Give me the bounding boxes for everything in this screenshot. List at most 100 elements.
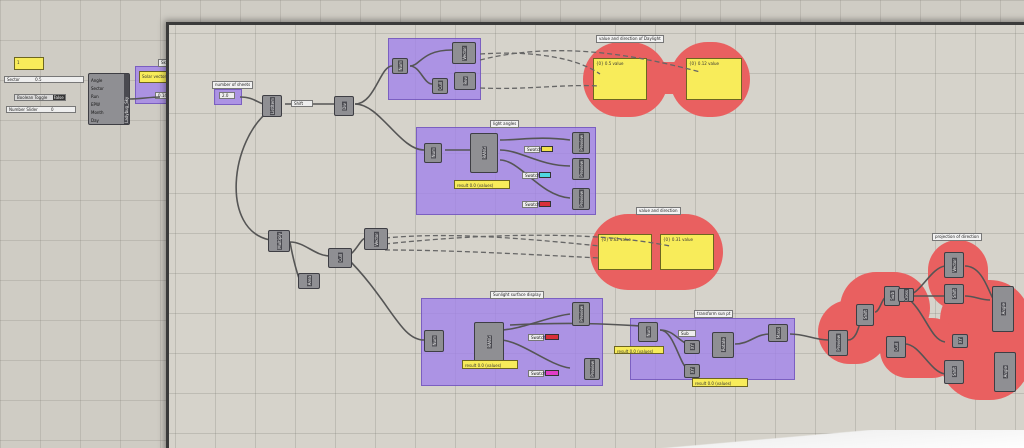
xy-component-2[interactable]: XY bbox=[684, 364, 700, 378]
num-component-bottom[interactable]: Num bbox=[424, 330, 444, 352]
component-name: Shift bbox=[951, 366, 957, 378]
preview-component-4[interactable]: Preview bbox=[572, 302, 590, 326]
component-name: Sub bbox=[889, 291, 895, 301]
number-label-title: number of sheets bbox=[212, 81, 254, 89]
component-name: Shift bbox=[951, 288, 957, 300]
shift-component-right[interactable]: Shift bbox=[856, 304, 874, 326]
component-name: Vector bbox=[373, 231, 379, 247]
preview-component-2[interactable]: Preview bbox=[572, 158, 590, 180]
port-label: EPW bbox=[91, 102, 100, 107]
swatch-red-color[interactable] bbox=[539, 201, 551, 207]
rotate-component[interactable]: Rotate bbox=[712, 332, 734, 358]
panel-text: result 0.0 (values) bbox=[617, 349, 654, 354]
number-value[interactable]: 2.0 bbox=[219, 92, 235, 99]
component-name: Rev bbox=[462, 76, 468, 86]
cull-component-mid[interactable]: Cull bbox=[328, 248, 352, 268]
port-label: Sector bbox=[91, 86, 104, 91]
sunlight-surface-title: Sunlight surface display bbox=[490, 291, 545, 299]
sector-slider[interactable]: Sector 0.5 bbox=[4, 76, 84, 83]
swatch-cyan-color[interactable] bbox=[539, 172, 551, 178]
component-name: Cull bbox=[437, 81, 443, 91]
panel-text: result 0.0 (values) bbox=[465, 363, 502, 368]
direction-panel-2[interactable]: {0} 0.31 value bbox=[660, 234, 714, 270]
sub-value[interactable]: Sub bbox=[678, 330, 696, 337]
rhino-component-bottom[interactable]: RANG bbox=[474, 322, 504, 362]
component-name: XY bbox=[689, 367, 695, 375]
xy-component-right[interactable]: XY bbox=[952, 334, 968, 348]
preview-component-3[interactable]: Preview bbox=[572, 188, 590, 210]
preview-component-1[interactable]: Preview bbox=[572, 132, 590, 154]
shift-component-right-2[interactable]: Shift bbox=[944, 284, 964, 304]
panel-text: Solar vector list bbox=[142, 74, 174, 79]
direction-panel-1[interactable]: {0} 0.62 value bbox=[598, 234, 652, 270]
swatch-label: Swatch bbox=[527, 147, 542, 152]
component-name: Cull bbox=[337, 253, 343, 263]
swatch-yellow-color[interactable] bbox=[541, 146, 553, 152]
transform-panel-2[interactable]: result 0.0 (values) bbox=[692, 378, 748, 387]
port-label: Angle bbox=[91, 78, 103, 83]
component-name: Cull bbox=[893, 342, 899, 352]
boolean-toggle[interactable]: Boolean Toggle False bbox=[14, 94, 66, 101]
xy-component-1[interactable]: XY bbox=[684, 340, 700, 354]
panel-text: {0} 0.62 value bbox=[601, 237, 632, 242]
div-component[interactable]: Div bbox=[334, 96, 354, 116]
cull-component[interactable]: Cull bbox=[432, 78, 448, 94]
preview-component-6[interactable]: Preview bbox=[828, 330, 848, 356]
number-slider[interactable]: Number Slider 0 bbox=[6, 106, 76, 113]
shift-value[interactable]: Shift bbox=[291, 100, 313, 107]
vector-component[interactable]: Vector bbox=[452, 42, 476, 64]
daylight-cluster-title: value and direction of Daylight bbox=[596, 35, 664, 43]
angle-component-2[interactable]: Angle bbox=[994, 352, 1016, 392]
daylight-panel-2[interactable]: {0} 0.12 value bbox=[686, 58, 742, 100]
bottom-edge bbox=[600, 430, 1024, 448]
swatch-label: Swatch bbox=[525, 173, 540, 178]
component-name: Preview bbox=[578, 305, 584, 323]
sky-input-ports: Angle Sector Run EPW Month Day bbox=[91, 77, 104, 125]
rev-component[interactable]: Rev bbox=[454, 72, 476, 90]
daylight-panel-1[interactable]: {0} 0.5 value bbox=[593, 58, 647, 100]
preview-component-5[interactable]: Preview bbox=[584, 358, 600, 380]
light-angles-title: light angles bbox=[490, 120, 520, 128]
mass-component[interactable]: Mass bbox=[768, 324, 788, 342]
component-name: Num bbox=[430, 147, 436, 159]
panel-text: 1 bbox=[17, 60, 20, 65]
cull-component-right[interactable]: Cull bbox=[886, 336, 906, 358]
panel-text: {0} 0.31 value bbox=[663, 237, 694, 242]
vector-component-mid[interactable]: Vector bbox=[364, 228, 388, 250]
panel-text: result 0.0 (values) bbox=[457, 183, 494, 188]
projection-component[interactable]: Vector bbox=[944, 252, 964, 278]
swatch-cyan[interactable]: Swatch bbox=[522, 172, 540, 179]
swatch-red-bottom-color[interactable] bbox=[545, 334, 559, 340]
ladybug-sky-component[interactable]: Angle Sector Run EPW Month Day Ladybug_S… bbox=[88, 73, 130, 125]
num-component-mid[interactable]: Num bbox=[424, 143, 442, 163]
component-name: Preview bbox=[835, 334, 841, 352]
component-name: RANG bbox=[481, 146, 487, 160]
swatch-magenta-color[interactable] bbox=[545, 370, 559, 376]
transform-panel-1[interactable]: result 0.0 (values) bbox=[614, 346, 664, 354]
swatch-magenta[interactable]: Swatch bbox=[528, 370, 546, 377]
angle-component-1[interactable]: Angle bbox=[992, 286, 1014, 332]
value-panel[interactable]: 1 bbox=[14, 57, 44, 70]
light-panel[interactable]: result 0.0 (values) bbox=[454, 180, 510, 189]
component-name: Multiply bbox=[276, 232, 282, 250]
area-component[interactable]: Area bbox=[298, 273, 320, 289]
surface-panel[interactable]: result 0.0 (values) bbox=[462, 360, 518, 369]
swatch-yellow[interactable]: Swatch bbox=[524, 146, 542, 153]
value-text: Shift bbox=[294, 101, 304, 106]
component-name: Angle bbox=[1000, 302, 1006, 316]
toggle-label: Boolean Toggle bbox=[17, 95, 48, 100]
component-name: Num bbox=[431, 335, 437, 347]
swatch-red[interactable]: Swatch bbox=[522, 201, 540, 208]
list-item-component[interactable]: ListItem bbox=[262, 95, 282, 117]
shift-component-right-3[interactable]: Shift bbox=[944, 360, 964, 384]
rhino-component-top[interactable]: RANG bbox=[470, 133, 498, 173]
num-component-top[interactable]: Num bbox=[392, 58, 408, 74]
multiply-component[interactable]: Multiply bbox=[268, 230, 290, 252]
component-name: Vector bbox=[461, 45, 467, 61]
swatch-red-bottom[interactable]: Swatch bbox=[528, 334, 546, 341]
cross-component[interactable]: Cross bbox=[898, 288, 914, 302]
num-component-transform[interactable]: Num bbox=[638, 322, 658, 342]
number-slider-label: Number Slider bbox=[9, 107, 38, 112]
component-name: Num bbox=[397, 60, 403, 72]
